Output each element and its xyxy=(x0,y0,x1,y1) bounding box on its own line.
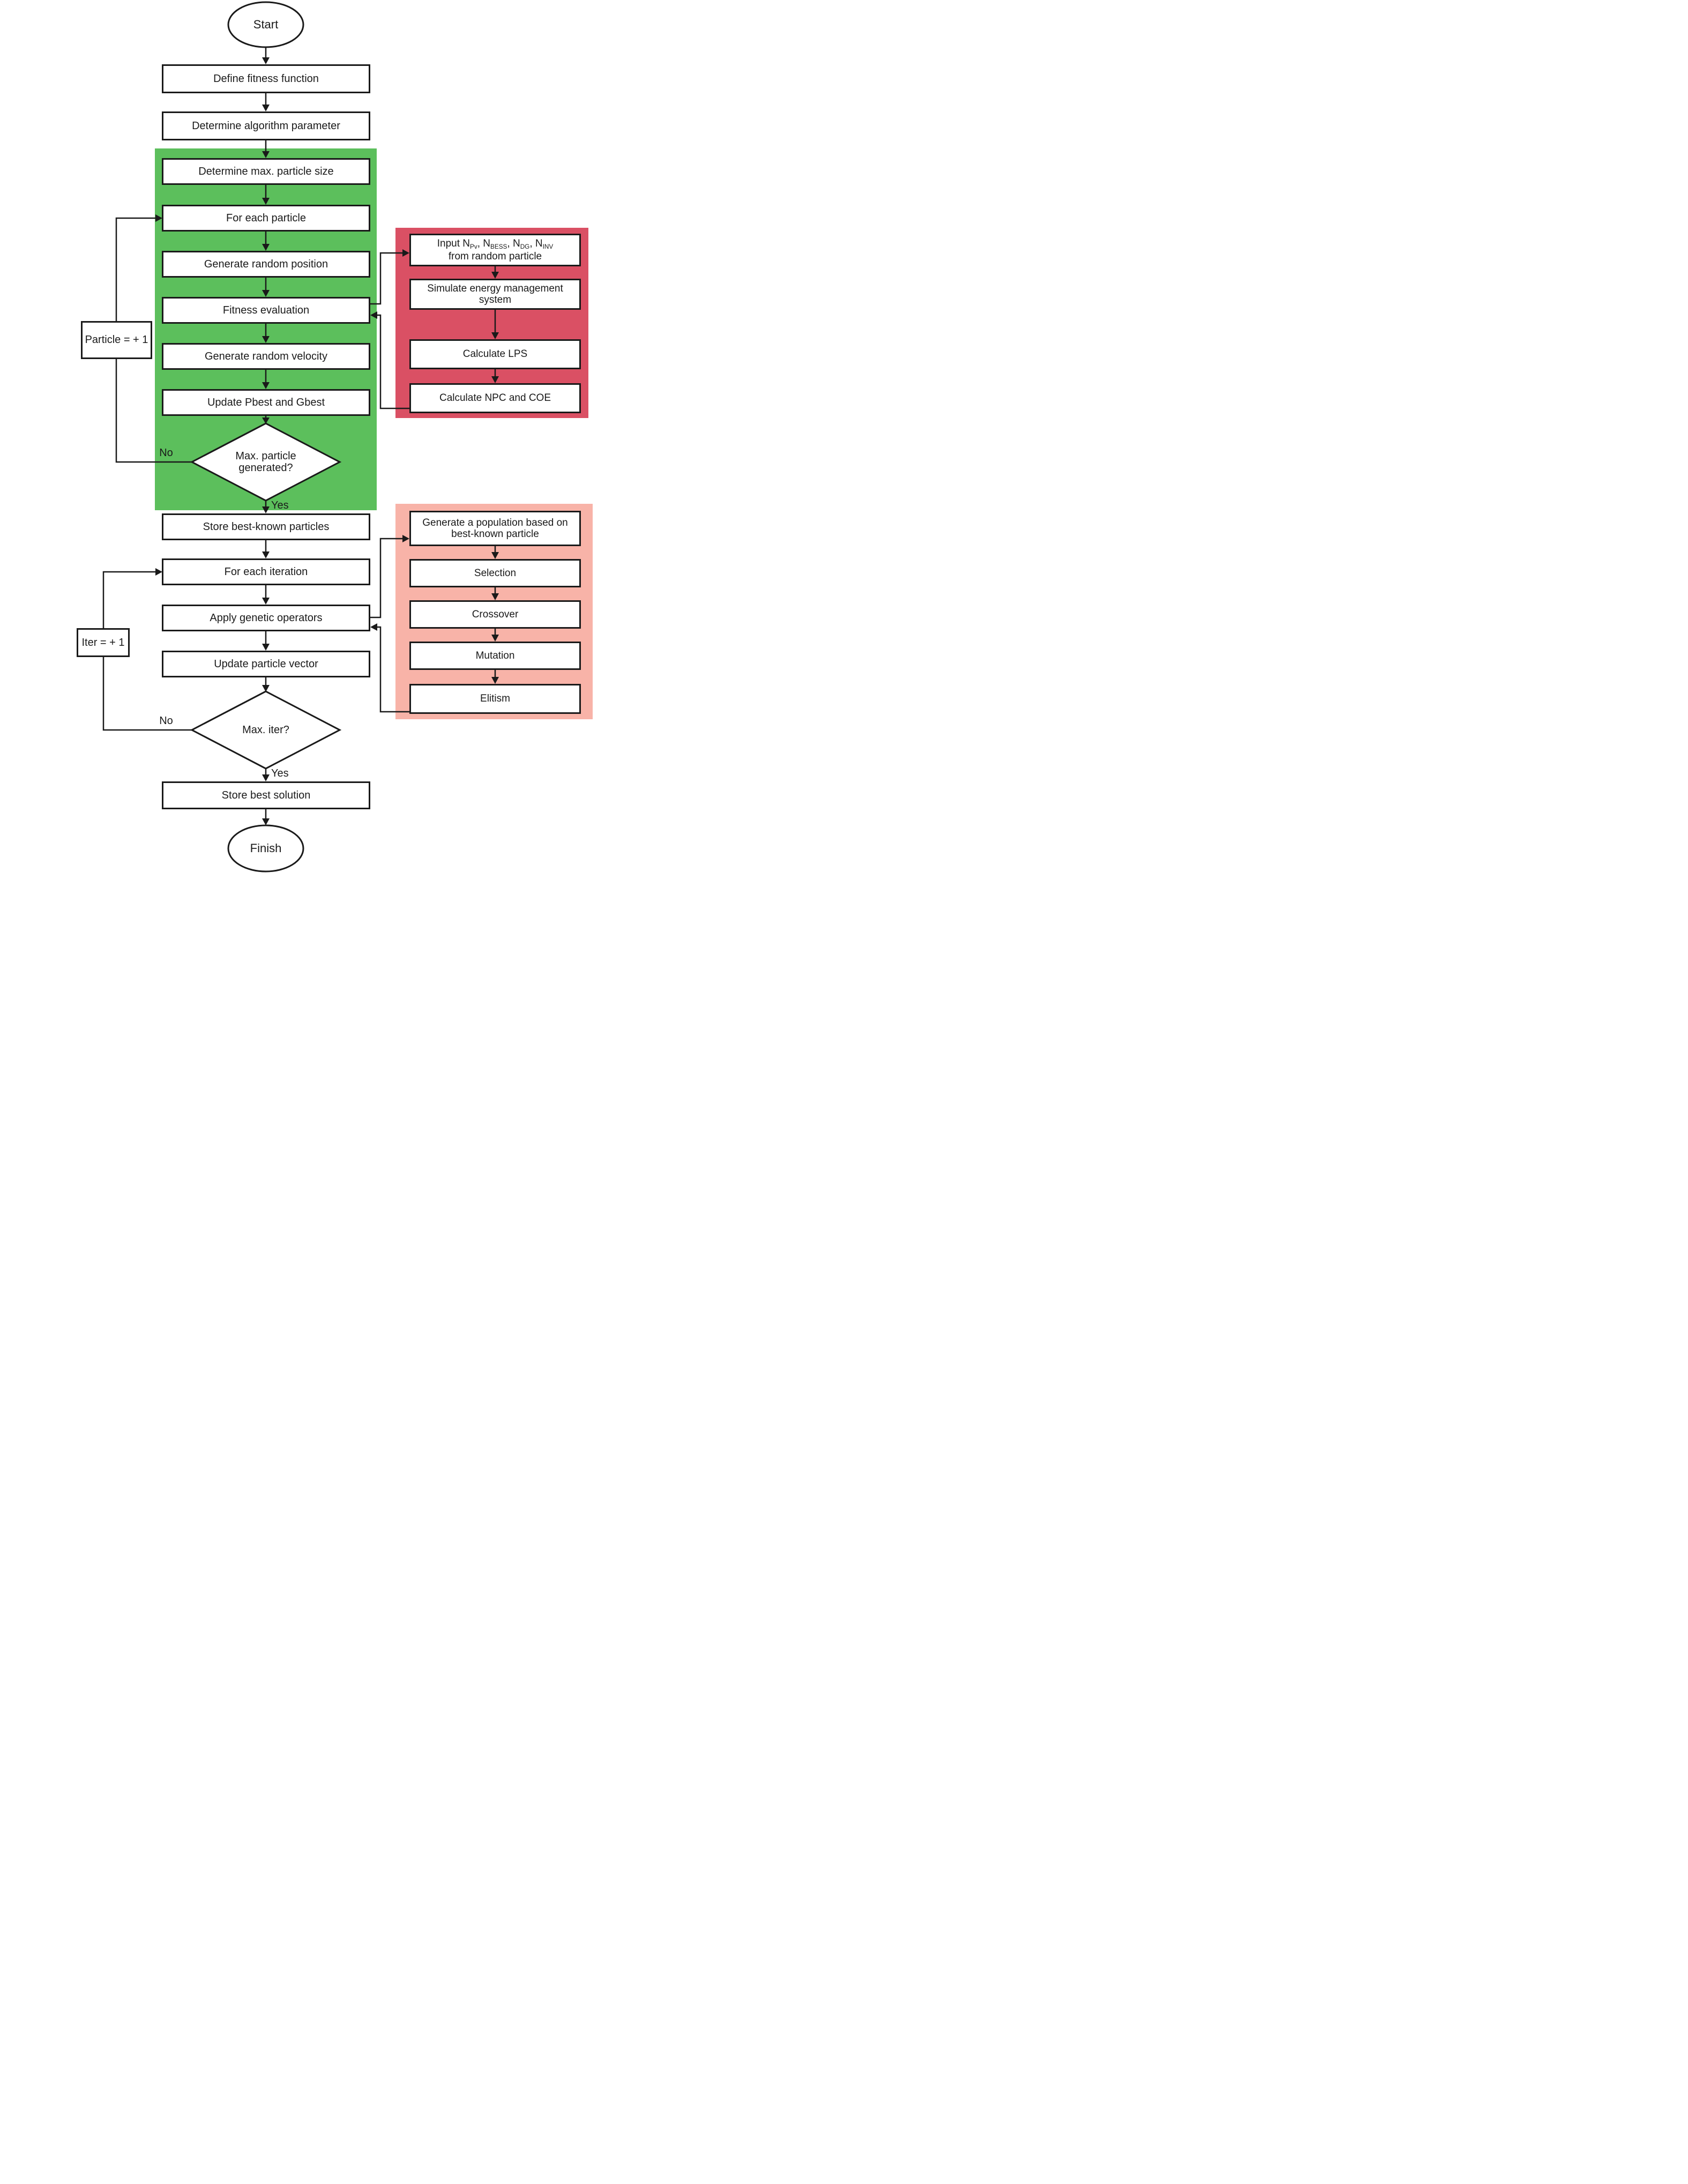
sub-elitism: Elitism xyxy=(409,684,581,714)
max-iter-decision-shape xyxy=(190,690,342,770)
step-fitness-evaluation: Fitness evaluation xyxy=(162,297,370,324)
step-determine-algorithm-parameter: Determine algorithm parameter xyxy=(162,111,370,140)
max-particle-decision-shape xyxy=(190,422,342,502)
sub-mutation: Mutation xyxy=(409,642,581,670)
sub-selection: Selection xyxy=(409,559,581,587)
start-terminator-shape xyxy=(227,1,304,48)
step-store-best-solution: Store best solution xyxy=(162,781,370,809)
step-update-particle-vector: Update particle vector xyxy=(162,651,370,677)
finish-label: Finish xyxy=(250,841,282,855)
step-define-fitness-function: Define fitness function xyxy=(162,64,370,93)
step-generate-random-position: Generate random position xyxy=(162,251,370,278)
step-apply-genetic-operators: Apply genetic operators xyxy=(162,605,370,631)
sub-calculate-npc-coe: Calculate NPC and COE xyxy=(409,383,581,413)
start-label: Start xyxy=(253,17,279,31)
step-store-best-known-particles: Store best-known particles xyxy=(162,513,370,540)
step-generate-random-velocity: Generate random velocity xyxy=(162,343,370,370)
sub-generate-population: Generate a population based on best-know… xyxy=(409,511,581,546)
branch-yes-iter-label: Yes xyxy=(271,767,289,779)
step-for-each-iteration: For each iteration xyxy=(162,558,370,585)
sub-crossover: Crossover xyxy=(409,600,581,629)
counter-iter-increment: Iter = + 1 xyxy=(77,628,130,657)
step-update-pbest-gbest: Update Pbest and Gbest xyxy=(162,389,370,416)
counter-particle-increment: Particle = + 1 xyxy=(81,321,152,359)
branch-no-iter-label: No xyxy=(159,715,173,727)
connector-layer xyxy=(102,1,499,873)
branch-yes-particle-label: Yes xyxy=(271,500,289,511)
flowchart-canvas: Start Finish Define fitness function Det… xyxy=(0,0,675,874)
decision-max-iter-label: Max. iter? xyxy=(242,724,289,736)
sub-simulate-energy-management: Simulate energy management system xyxy=(409,279,581,310)
finish-terminator-shape xyxy=(227,824,304,873)
step-determine-max-particle-size: Determine max. particle size xyxy=(162,158,370,185)
branch-no-particle-label: No xyxy=(159,447,173,459)
decision-max-particle-label: Max. particle generated? xyxy=(235,450,296,474)
sub-calculate-lps: Calculate LPS xyxy=(409,339,581,369)
step-for-each-particle: For each particle xyxy=(162,205,370,232)
